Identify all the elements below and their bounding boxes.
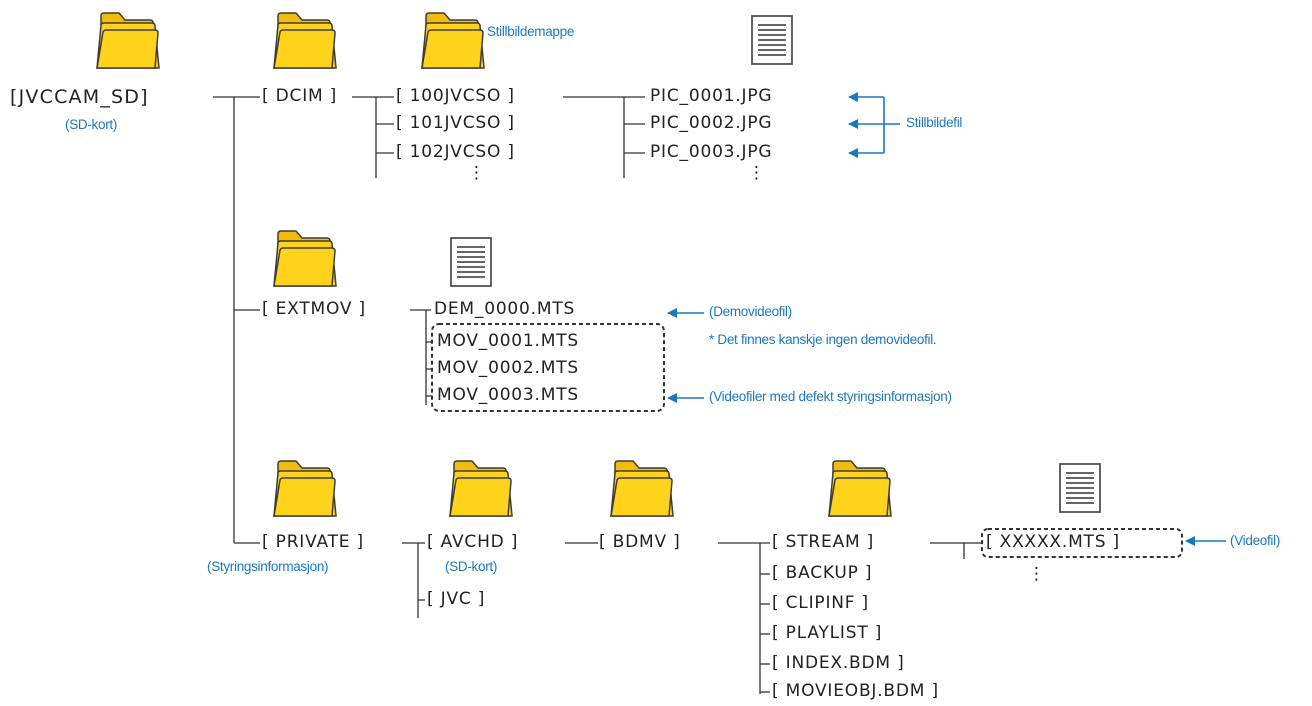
- folder-icon: [825, 458, 895, 527]
- tree-lines: [213, 96, 982, 694]
- avchd-note: (SD-kort): [445, 559, 498, 574]
- still-file-label: PIC_0002.JPG: [650, 113, 773, 133]
- folder-icon: [93, 10, 163, 79]
- videofile-highlight: [981, 528, 1183, 558]
- bdmv-child-label: [ BACKUP ]: [772, 563, 873, 583]
- stream-video-note: (Videofil): [1230, 533, 1281, 548]
- private-folder-label: [ PRIVATE ]: [262, 532, 364, 552]
- more-ellipsis: ⋮: [1028, 564, 1046, 584]
- still-file-label: PIC_0001.JPG: [650, 86, 773, 106]
- dcim-subfolder-label: [ 101JVCSO ]: [396, 113, 515, 133]
- folder-icon: [270, 228, 340, 297]
- defect-videos-highlight: [431, 323, 665, 412]
- dcim-subfolder-label: [ 100JVCSO ]: [396, 86, 515, 106]
- extmov-folder-label: [ EXTMOV ]: [262, 299, 366, 319]
- still-file-note: Stillbildefil: [906, 115, 963, 130]
- folder-icon: [446, 458, 516, 527]
- bdmv-child-label: [ STREAM ]: [772, 532, 875, 552]
- folder-icon: [607, 458, 677, 527]
- annotation-arrows: [667, 92, 1226, 546]
- still-file-label: PIC_0003.JPG: [650, 142, 773, 162]
- document-icon: [750, 14, 794, 71]
- defect-videos-note: (Videofiler med defekt styringsinformasj…: [709, 389, 952, 404]
- bdmv-child-label: [ PLAYLIST ]: [772, 623, 883, 643]
- video-file-label: MOV_0003.MTS: [437, 385, 579, 405]
- demo-video-footnote: * Det finnes kanskje ingen demovideofil.: [709, 332, 937, 347]
- more-ellipsis: ⋮: [748, 163, 766, 183]
- bdmv-folder-label: [ BDMV ]: [599, 532, 681, 552]
- jvc-folder-label: [ JVC ]: [427, 589, 486, 609]
- folder-icon: [270, 10, 340, 79]
- root-note: (SD-kort): [65, 117, 118, 132]
- bdmv-child-label: [ MOVIEOBJ.BDM ]: [772, 681, 939, 701]
- document-icon: [1058, 462, 1102, 519]
- private-note: (Styringsinformasjon): [207, 559, 329, 574]
- bdmv-child-label: [ INDEX.BDM ]: [772, 653, 905, 673]
- dcim-subfolder-label: [ 102JVCSO ]: [396, 142, 515, 162]
- avchd-folder-label: [ AVCHD ]: [427, 532, 519, 552]
- stream-file-label: [ XXXXX.MTS ]: [986, 532, 1120, 552]
- video-file-label: MOV_0002.MTS: [437, 358, 579, 378]
- root-folder-label: [JVCCAM_SD]: [10, 86, 149, 108]
- still-folder-note: Stillbildemappe: [487, 24, 575, 39]
- folder-icon: [418, 10, 488, 79]
- video-file-label: MOV_0001.MTS: [437, 331, 579, 351]
- demo-file-label: DEM_0000.MTS: [434, 299, 576, 319]
- dcim-folder-label: [ DCIM ]: [262, 86, 338, 106]
- document-icon: [449, 236, 493, 293]
- folder-icon: [270, 458, 340, 527]
- bdmv-child-label: [ CLIPINF ]: [772, 593, 869, 613]
- demo-video-note: (Demovideofil): [709, 304, 792, 319]
- more-ellipsis: ⋮: [468, 163, 486, 183]
